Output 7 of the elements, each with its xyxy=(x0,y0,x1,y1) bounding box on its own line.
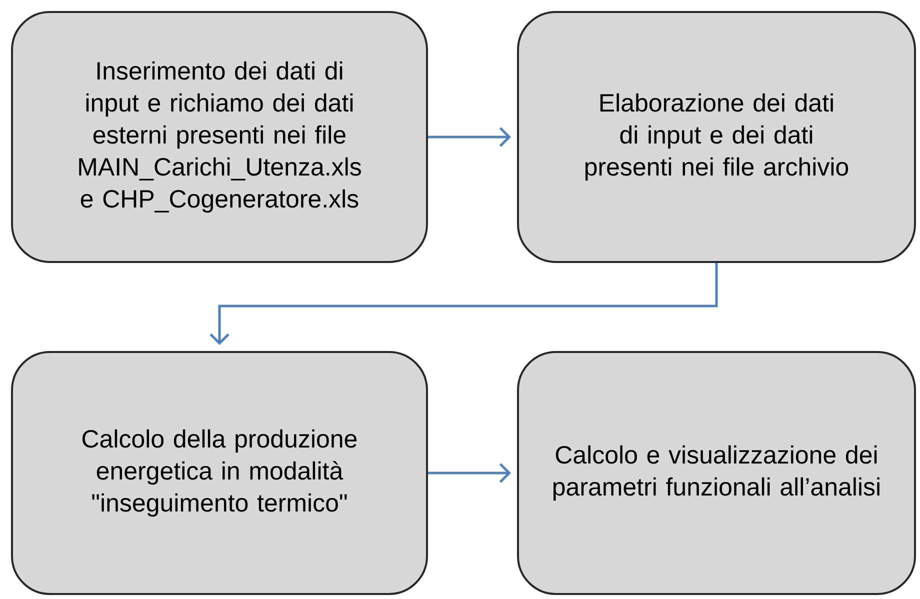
arrow xyxy=(210,263,718,345)
process-box: Elaborazione dei dati di input e dei dati presenti nei file archivio xyxy=(517,11,916,263)
process-box: Calcolo e visualizzazione dei parametri funzionali all’analisi xyxy=(517,351,916,595)
process-box: Calcolo della produzione energetica in modalità "inseguimento termico" xyxy=(11,351,428,595)
arrow xyxy=(428,463,511,483)
process-box: Inserimento dei dati di input e richiamo dei dati esterni presenti nei file MAIN_Carichi_Utenza.xls e CHP_Cogeneratore.xls xyxy=(11,11,428,263)
arrow xyxy=(428,127,511,147)
